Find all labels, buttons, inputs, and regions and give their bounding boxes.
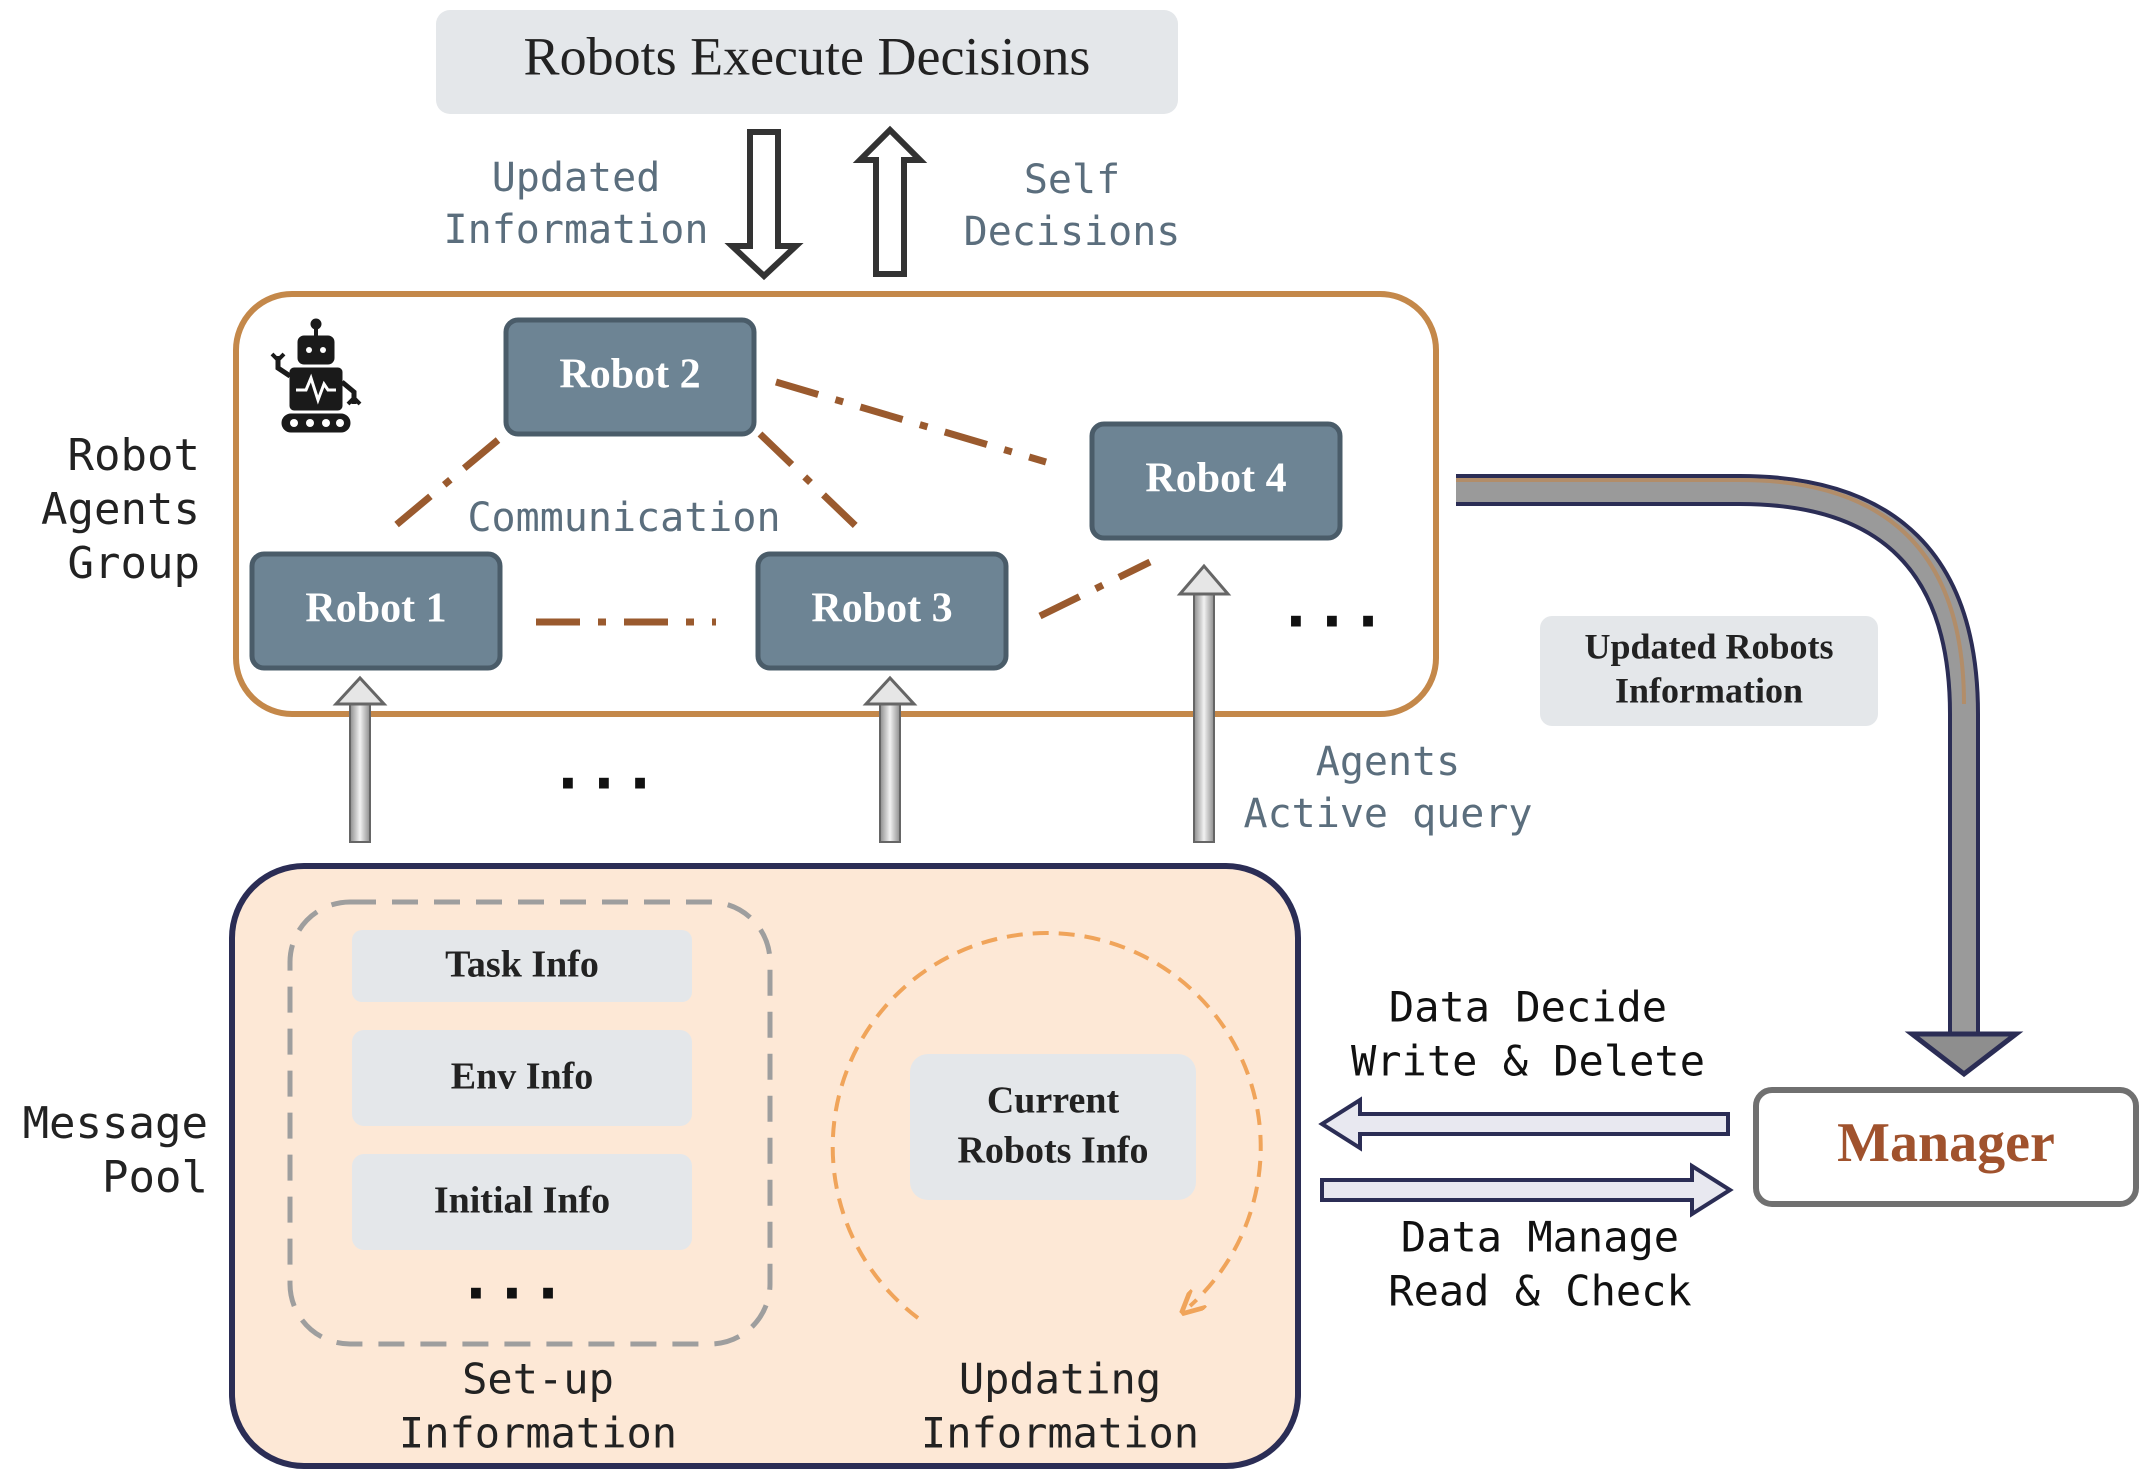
task-info-label: Task Info <box>445 944 599 986</box>
robot-node-1: Robot 1 <box>249 551 503 671</box>
agents-query-label-2: Active query <box>1244 791 1533 837</box>
robot-label-3: Robot 3 <box>811 586 952 632</box>
robot-group-label-2: Agents <box>41 484 200 535</box>
title-box <box>436 10 1178 114</box>
read-check-arrow <box>1320 1162 1734 1218</box>
between-ellipsis: ... <box>550 734 658 804</box>
robots-to-manager-arrow <box>1456 474 1980 1034</box>
pool-to-robot3-arrow <box>879 699 901 843</box>
updating-caption-2: Information <box>921 1409 1199 1458</box>
robot-label-4: Robot 4 <box>1145 456 1286 502</box>
robot-icon <box>270 318 362 433</box>
link-robot3-robot4 <box>1038 558 1152 620</box>
robot-group-label-1: Robot <box>68 430 200 481</box>
self-decisions-label-1: Self <box>1024 157 1120 203</box>
updated-info-label-2: Information <box>444 207 709 253</box>
write-delete-arrow <box>1318 1096 1730 1152</box>
robot-group-ellipsis: ... <box>1278 572 1386 642</box>
robot-node-4: Robot 4 <box>1089 421 1343 541</box>
robot-node-3: Robot 3 <box>755 551 1009 671</box>
initial-info-box <box>352 1154 692 1250</box>
communication-label: Communication <box>467 495 780 541</box>
current-robots-info-line-2: Robots Info <box>957 1130 1148 1172</box>
setup-ellipsis: ... <box>458 1244 566 1314</box>
link-robot2-robot1 <box>387 437 501 533</box>
robot-node-2: Robot 2 <box>503 317 757 437</box>
communication-links <box>387 378 1152 626</box>
updating-cycle-arrow <box>830 931 1263 1320</box>
write-label-2: Write & Delete <box>1351 1037 1705 1086</box>
updated-info-label-1: Updated <box>492 155 661 201</box>
setup-caption-1: Set-up <box>462 1355 614 1404</box>
robot-group-label-3: Group <box>68 538 200 589</box>
updated-robots-info-line-2: Information <box>1615 670 1803 710</box>
self-decisions-arrow <box>852 125 928 277</box>
robot-label-1: Robot 1 <box>305 586 446 632</box>
message-pool-label-2: Pool <box>102 1152 208 1203</box>
setup-info-group <box>287 899 773 1347</box>
setup-caption-2: Information <box>399 1409 677 1458</box>
message-pool-container <box>229 863 1301 1469</box>
link-robot2-robot3 <box>757 431 863 533</box>
updating-caption-1: Updating <box>959 1355 1161 1404</box>
task-info-box <box>352 930 692 1002</box>
pool-to-robot1-arrow <box>349 699 371 843</box>
manager-label: Manager <box>1837 1112 2055 1174</box>
updated-robots-info-line-1: Updated Robots <box>1584 626 1833 666</box>
robot-label-2: Robot 2 <box>559 352 700 398</box>
updated-robots-info-box <box>1540 616 1878 726</box>
agents-query-label-1: Agents <box>1316 739 1461 785</box>
current-robots-info-box <box>910 1054 1196 1200</box>
title-text: Robots Execute Decisions <box>524 26 1091 86</box>
initial-info-label: Initial Info <box>434 1180 610 1222</box>
self-decisions-label-2: Decisions <box>964 209 1181 255</box>
env-info-box <box>352 1030 692 1126</box>
write-label-1: Data Decide <box>1389 983 1667 1032</box>
updated-info-arrow <box>724 129 804 281</box>
message-pool-label-1: Message <box>23 1098 208 1149</box>
pool-to-robot4-arrow <box>1193 589 1215 843</box>
manager-box <box>1753 1087 2139 1207</box>
env-info-label: Env Info <box>451 1056 594 1098</box>
current-robots-info-line-1: Current <box>987 1080 1120 1122</box>
read-label-1: Data Manage <box>1401 1213 1679 1262</box>
read-label-2: Read & Check <box>1388 1267 1691 1316</box>
